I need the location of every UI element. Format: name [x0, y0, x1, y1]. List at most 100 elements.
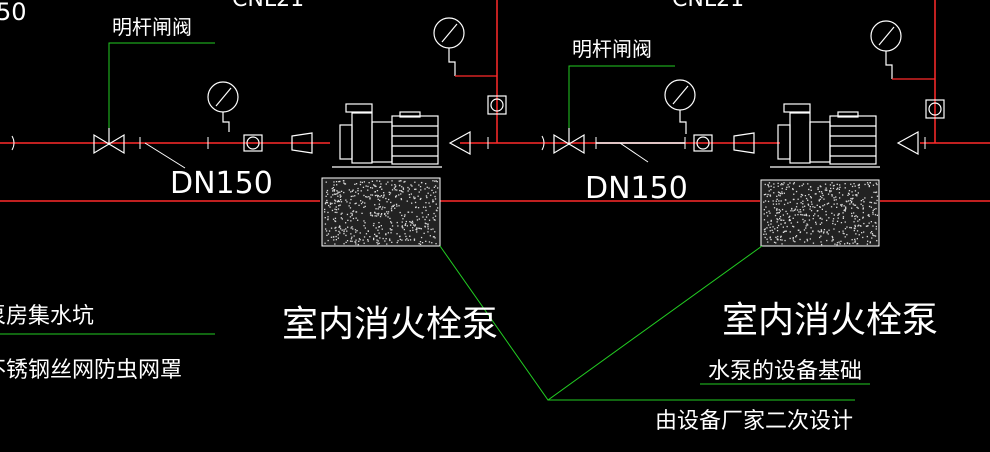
concrete-speckle [367, 230, 369, 232]
concrete-speckle [835, 199, 837, 201]
concrete-speckle [856, 194, 858, 196]
concrete-speckle [324, 203, 327, 205]
concrete-speckle [772, 231, 774, 234]
concrete-speckle [803, 214, 805, 216]
concrete-speckle [783, 219, 785, 221]
concrete-speckle [341, 229, 343, 231]
concrete-speckle [419, 198, 421, 200]
concrete-speckle [363, 225, 365, 227]
concrete-speckle [365, 233, 368, 235]
concrete-speckle [400, 193, 402, 195]
concrete-speckle [851, 185, 854, 188]
concrete-speckle [802, 206, 804, 208]
concrete-speckle [382, 196, 384, 199]
concrete-speckle [395, 203, 398, 205]
concrete-speckle [396, 205, 398, 207]
concrete-speckle [819, 195, 822, 198]
concrete-speckle [769, 226, 771, 229]
concrete-speckle [869, 241, 871, 243]
concrete-speckle [353, 235, 355, 237]
concrete-speckle [327, 216, 329, 218]
concrete-speckle [428, 241, 431, 243]
concrete-speckle [334, 227, 336, 229]
concrete-speckle [334, 220, 337, 223]
concrete-speckle [340, 213, 342, 215]
concrete-speckle [766, 227, 768, 229]
concrete-speckle [834, 243, 836, 245]
concrete-speckle [399, 189, 401, 192]
concrete-speckle [825, 189, 827, 191]
concrete-speckle [806, 240, 809, 242]
concrete-speckle [334, 243, 336, 245]
concrete-speckle [831, 240, 833, 242]
concrete-speckle [838, 213, 840, 215]
concrete-speckle [790, 222, 792, 224]
concrete-speckle [782, 231, 785, 233]
concrete-speckle [789, 182, 791, 184]
concrete-speckle [405, 220, 407, 223]
concrete-speckle [427, 226, 429, 228]
concrete-speckle [856, 230, 859, 232]
top-right-partial: CNL21 [672, 0, 744, 12]
concrete-speckle [395, 185, 397, 187]
concrete-speckle [768, 182, 771, 184]
concrete-speckle [867, 240, 869, 242]
concrete-speckle [826, 232, 828, 234]
concrete-speckle [830, 190, 832, 192]
concrete-speckle [778, 194, 780, 196]
concrete-speckle [394, 189, 396, 191]
concrete-speckle [844, 236, 846, 238]
concrete-speckle [851, 198, 853, 200]
concrete-speckle [386, 211, 388, 213]
concrete-speckle [794, 214, 796, 216]
concrete-speckle [806, 238, 808, 241]
concrete-speckle [357, 190, 359, 192]
concrete-speckle [430, 228, 432, 231]
concrete-speckle [802, 200, 804, 202]
foundation-label: 水泵的设备基础 [708, 359, 862, 384]
concrete-speckle [363, 194, 365, 197]
concrete-speckle [812, 206, 814, 208]
concrete-speckle [350, 212, 352, 214]
concrete-speckle [337, 195, 339, 197]
concrete-speckle [337, 208, 340, 210]
concrete-speckle [853, 221, 855, 223]
concrete-speckle [362, 239, 364, 241]
concrete-speckle [854, 204, 857, 206]
concrete-speckle [340, 201, 343, 203]
concrete-speckle [350, 198, 352, 201]
concrete-speckle [391, 241, 393, 243]
concrete-speckle [351, 213, 353, 215]
concrete-speckle [349, 240, 352, 242]
concrete-speckle [772, 200, 774, 202]
concrete-speckle [349, 207, 352, 209]
concrete-speckle [420, 189, 422, 191]
concrete-speckle [326, 191, 328, 193]
concrete-speckle [802, 183, 805, 185]
concrete-speckle [401, 186, 403, 188]
concrete-speckle [774, 228, 776, 230]
concrete-speckle [404, 233, 406, 235]
concrete-speckle [432, 180, 434, 182]
concrete-speckle [856, 195, 858, 197]
concrete-speckle [831, 235, 833, 238]
concrete-speckle [374, 211, 376, 213]
concrete-speckle [427, 223, 429, 225]
concrete-speckle [779, 210, 781, 212]
concrete-speckle [419, 243, 422, 245]
concrete-speckle [817, 215, 819, 217]
concrete-speckle [777, 219, 779, 221]
concrete-speckle [404, 224, 406, 226]
concrete-speckle [777, 235, 779, 238]
concrete-speckle [325, 228, 327, 230]
concrete-speckle [402, 218, 404, 220]
concrete-speckle [865, 225, 868, 227]
concrete-speckle [823, 204, 826, 206]
concrete-speckle [875, 182, 877, 184]
concrete-speckle [820, 191, 823, 193]
concrete-speckle [808, 219, 811, 221]
concrete-speckle [327, 211, 329, 214]
concrete-speckle [354, 203, 356, 205]
pressure-gauge-right [664, 79, 696, 134]
